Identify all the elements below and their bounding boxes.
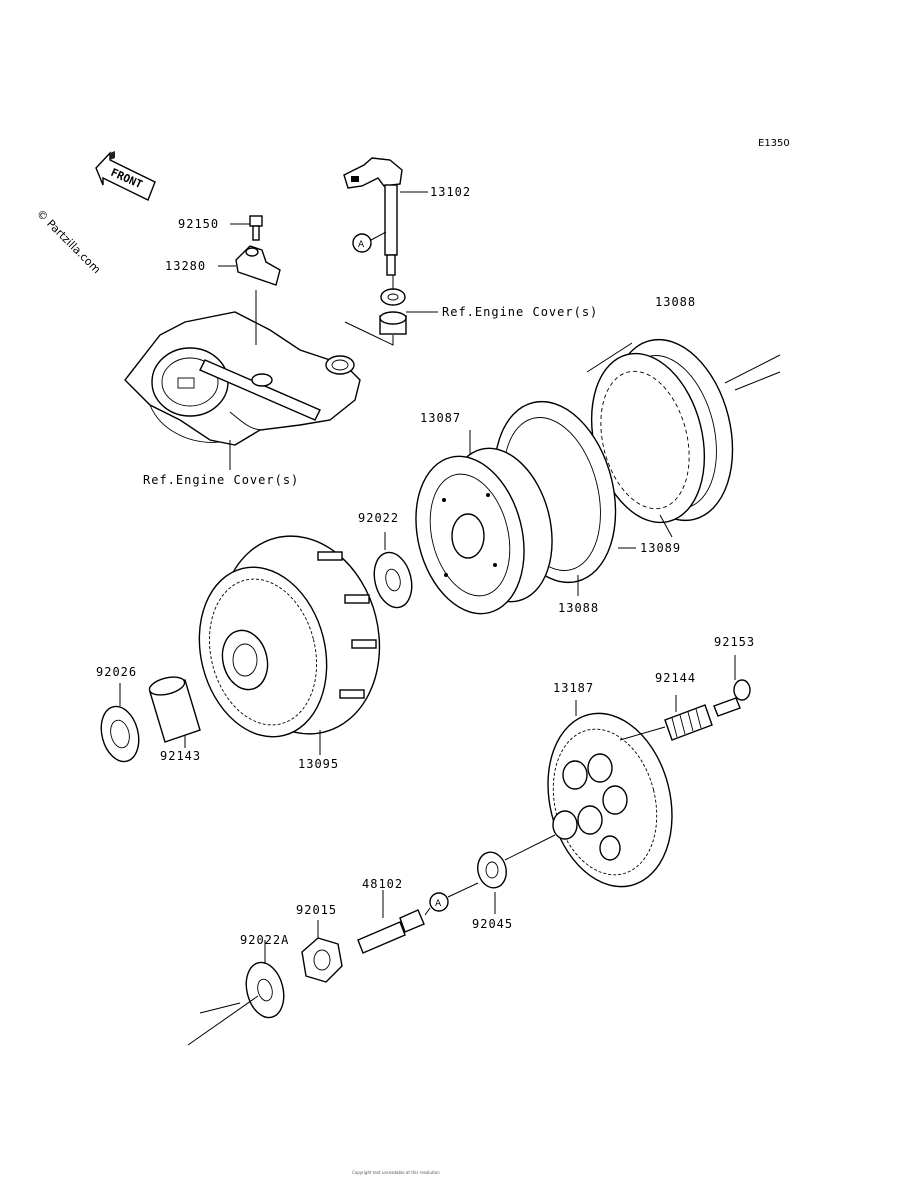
bolt-92150 bbox=[249, 215, 263, 241]
washer-92022a bbox=[245, 961, 285, 1019]
callout-13102: 13102 bbox=[430, 185, 471, 199]
needle-bearing bbox=[379, 311, 407, 335]
bracket-13280 bbox=[235, 245, 281, 286]
callout-13095: 13095 bbox=[298, 757, 339, 771]
callout-13088-bottom: 13088 bbox=[558, 601, 599, 615]
partzilla-watermark: © Partzilla.com bbox=[34, 207, 103, 276]
callout-92143: 92143 bbox=[160, 749, 201, 763]
front-arrow-icon: FRONT bbox=[95, 151, 156, 201]
clutch-hub-13087 bbox=[415, 447, 553, 615]
svg-text:A: A bbox=[435, 899, 442, 909]
push-rod-48102 bbox=[357, 909, 425, 954]
washer-92022 bbox=[373, 551, 413, 609]
clutch-housing-13095 bbox=[198, 535, 381, 738]
spring-92144 bbox=[664, 704, 713, 741]
footer-copyright: Copyright text unreadable at this resolu… bbox=[352, 1170, 440, 1175]
callout-13187: 13187 bbox=[553, 681, 594, 695]
callout-92015: 92015 bbox=[296, 903, 337, 917]
engine-cover-assembly bbox=[124, 311, 361, 446]
callout-92153: 92153 bbox=[714, 635, 755, 649]
callout-13280: 13280 bbox=[165, 259, 206, 273]
bushing-92143 bbox=[148, 676, 201, 743]
callout-92144: 92144 bbox=[655, 671, 696, 685]
pressure-plate-13187 bbox=[547, 712, 673, 888]
ref-marker-a-lower: A bbox=[429, 882, 479, 912]
callout-92150: 92150 bbox=[178, 217, 219, 231]
callout-13088-top: 13088 bbox=[655, 295, 696, 309]
callout-92045: 92045 bbox=[472, 917, 513, 931]
callout-13089: 13089 bbox=[640, 541, 681, 555]
callout-92022: 92022 bbox=[358, 511, 399, 525]
callout-13087: 13087 bbox=[420, 411, 461, 425]
callout-92026: 92026 bbox=[96, 665, 137, 679]
washer-92026 bbox=[100, 705, 140, 763]
release-shaft-13102 bbox=[343, 157, 403, 276]
svg-text:A: A bbox=[358, 240, 365, 250]
oil-seal bbox=[380, 288, 406, 306]
diagram-code: E1350 bbox=[758, 138, 790, 149]
callout-ref-cover-lower: Ref.Engine Cover(s) bbox=[143, 473, 299, 487]
ref-marker-a-upper: A bbox=[352, 231, 387, 253]
callout-ref-cover-upper: Ref.Engine Cover(s) bbox=[442, 305, 598, 319]
nut-92015 bbox=[301, 937, 343, 983]
callout-48102: 48102 bbox=[362, 877, 403, 891]
callout-92022a: 92022A bbox=[240, 933, 289, 947]
bearing-92045 bbox=[477, 851, 507, 889]
bolt-92153 bbox=[713, 679, 751, 717]
